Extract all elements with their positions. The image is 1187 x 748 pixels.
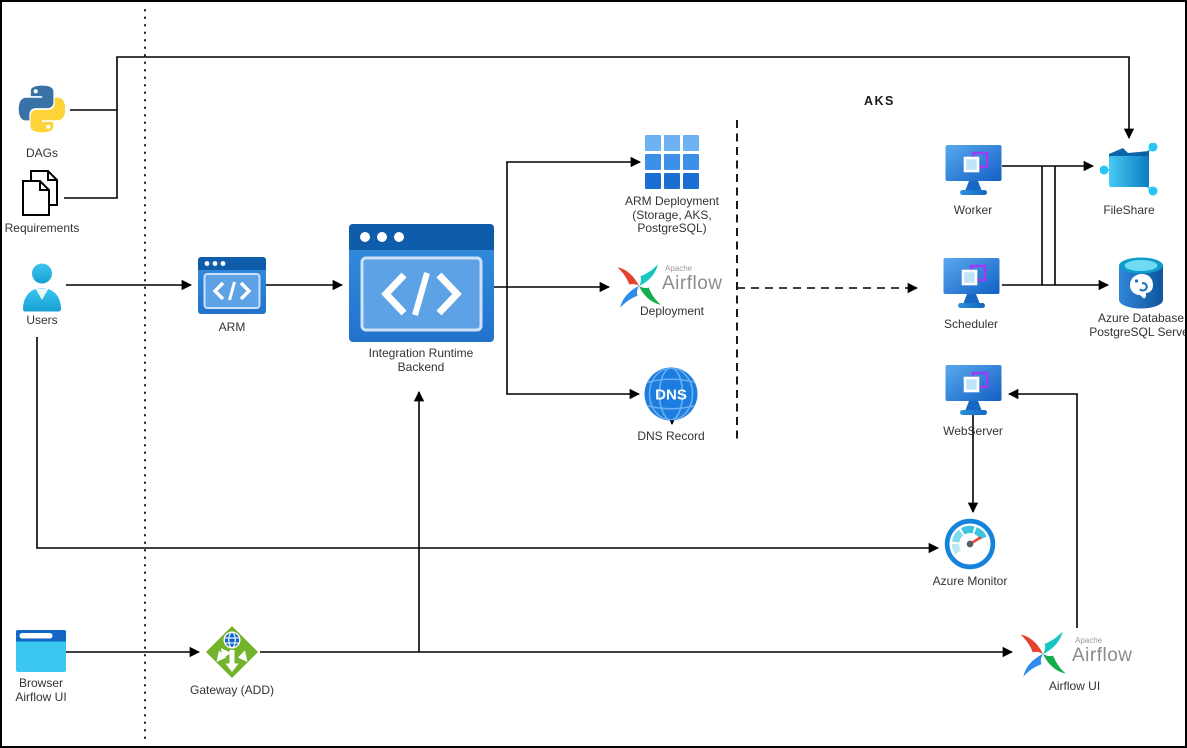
azure-monitor-label: Azure Monitor bbox=[932, 574, 1008, 588]
node-arm: ARM bbox=[182, 257, 282, 335]
irb-label-line1: Integration Runtime bbox=[368, 346, 474, 360]
airflow-pinwheel-icon bbox=[617, 264, 661, 308]
browser-label-line1: Browser bbox=[18, 676, 63, 690]
edge-irb-dns bbox=[506, 287, 641, 400]
node-users: Users bbox=[2, 262, 82, 328]
gauge-icon bbox=[944, 518, 996, 570]
node-worker: Worker bbox=[928, 145, 1018, 218]
gateway-diamond-icon bbox=[206, 626, 258, 678]
edge-users-monitor bbox=[36, 337, 940, 554]
vm-monitor-icon bbox=[945, 145, 1001, 195]
node-integration-runtime-backend: Integration Runtime Backend bbox=[341, 224, 501, 374]
node-scheduler: Scheduler bbox=[926, 258, 1016, 332]
node-requirements: Requirements bbox=[2, 168, 102, 236]
node-airflow-ui: Apache Airflow Airflow UI bbox=[1012, 627, 1137, 697]
apache-wordmark-text: Apache bbox=[1075, 636, 1103, 645]
airflow-wordmark: Apache Airflow bbox=[662, 264, 723, 294]
node-gateway: Gateway (ADD) bbox=[172, 624, 292, 698]
airflow-wordmark-text: Airflow bbox=[662, 273, 723, 294]
requirements-label: Requirements bbox=[4, 221, 80, 235]
dns-record-label: DNS Record bbox=[637, 429, 705, 443]
azure-database-label-line2: PostgreSQL Server bbox=[1089, 324, 1187, 339]
irb-label-line2: Backend bbox=[397, 359, 445, 374]
airflow-wordmark-text: Airflow bbox=[1072, 645, 1133, 666]
node-azure-database: Azure Database PostgreSQL Server bbox=[1076, 256, 1187, 339]
edge-requirements-fileshare bbox=[64, 56, 1135, 199]
node-azure-monitor: Azure Monitor bbox=[915, 518, 1025, 589]
browser-icon bbox=[16, 630, 66, 672]
airflow-wordmark: Apache Airflow bbox=[1072, 636, 1133, 666]
fileshare-folder-icon bbox=[1100, 143, 1158, 196]
node-dags: DAGs bbox=[2, 78, 87, 161]
node-webserver: WebServer bbox=[928, 365, 1018, 439]
dags-label: DAGs bbox=[25, 146, 58, 160]
code-window-icon bbox=[198, 257, 266, 314]
node-browser-airflow-ui: Browser Airflow UI bbox=[2, 630, 86, 704]
person-icon bbox=[23, 263, 61, 312]
azure-database-label-line1: Azure Database bbox=[1097, 311, 1185, 325]
aks-region-label: AKS bbox=[864, 94, 895, 108]
node-fileshare: FileShare bbox=[1084, 143, 1174, 218]
postgresql-database-icon bbox=[1119, 257, 1163, 309]
airflow-ui-label: Airflow UI bbox=[1048, 679, 1101, 693]
arm-deployment-label-line2: (Storage, AKS, bbox=[632, 207, 712, 222]
node-dns-record: DNS DNS Record bbox=[626, 367, 716, 444]
grid-icon bbox=[645, 135, 699, 189]
worker-label: Worker bbox=[953, 203, 993, 217]
airflow-pinwheel-icon bbox=[1020, 631, 1066, 677]
airflow-deployment-label: Deployment bbox=[639, 304, 705, 318]
documents-icon bbox=[22, 170, 58, 216]
python-icon bbox=[18, 85, 66, 133]
arm-deployment-label-line3: PostgreSQL) bbox=[637, 221, 707, 235]
fileshare-label: FileShare bbox=[1103, 203, 1155, 217]
vm-monitor-icon bbox=[945, 365, 1001, 415]
webserver-label: WebServer bbox=[943, 424, 1003, 438]
gateway-label: Gateway (ADD) bbox=[189, 683, 275, 697]
arm-label: ARM bbox=[218, 320, 246, 334]
node-airflow-deployment: Apache Airflow Deployment bbox=[602, 257, 747, 322]
dns-globe-icon: DNS bbox=[644, 367, 698, 421]
arm-deployment-label-line1: ARM Deployment bbox=[624, 194, 720, 208]
dns-icon-text: DNS bbox=[655, 387, 687, 404]
scheduler-label: Scheduler bbox=[943, 317, 999, 331]
browser-label-line2: Airflow UI bbox=[15, 689, 67, 704]
apache-wordmark-text: Apache bbox=[665, 264, 693, 273]
users-label: Users bbox=[26, 313, 58, 327]
node-arm-deployment: ARM Deployment (Storage, AKS, PostgreSQL… bbox=[602, 135, 742, 236]
edge-airflowui-webserver bbox=[1007, 388, 1078, 628]
edge-irb-arm-deployment bbox=[506, 156, 642, 287]
code-window-icon bbox=[348, 224, 494, 342]
vm-monitor-icon bbox=[943, 258, 999, 308]
